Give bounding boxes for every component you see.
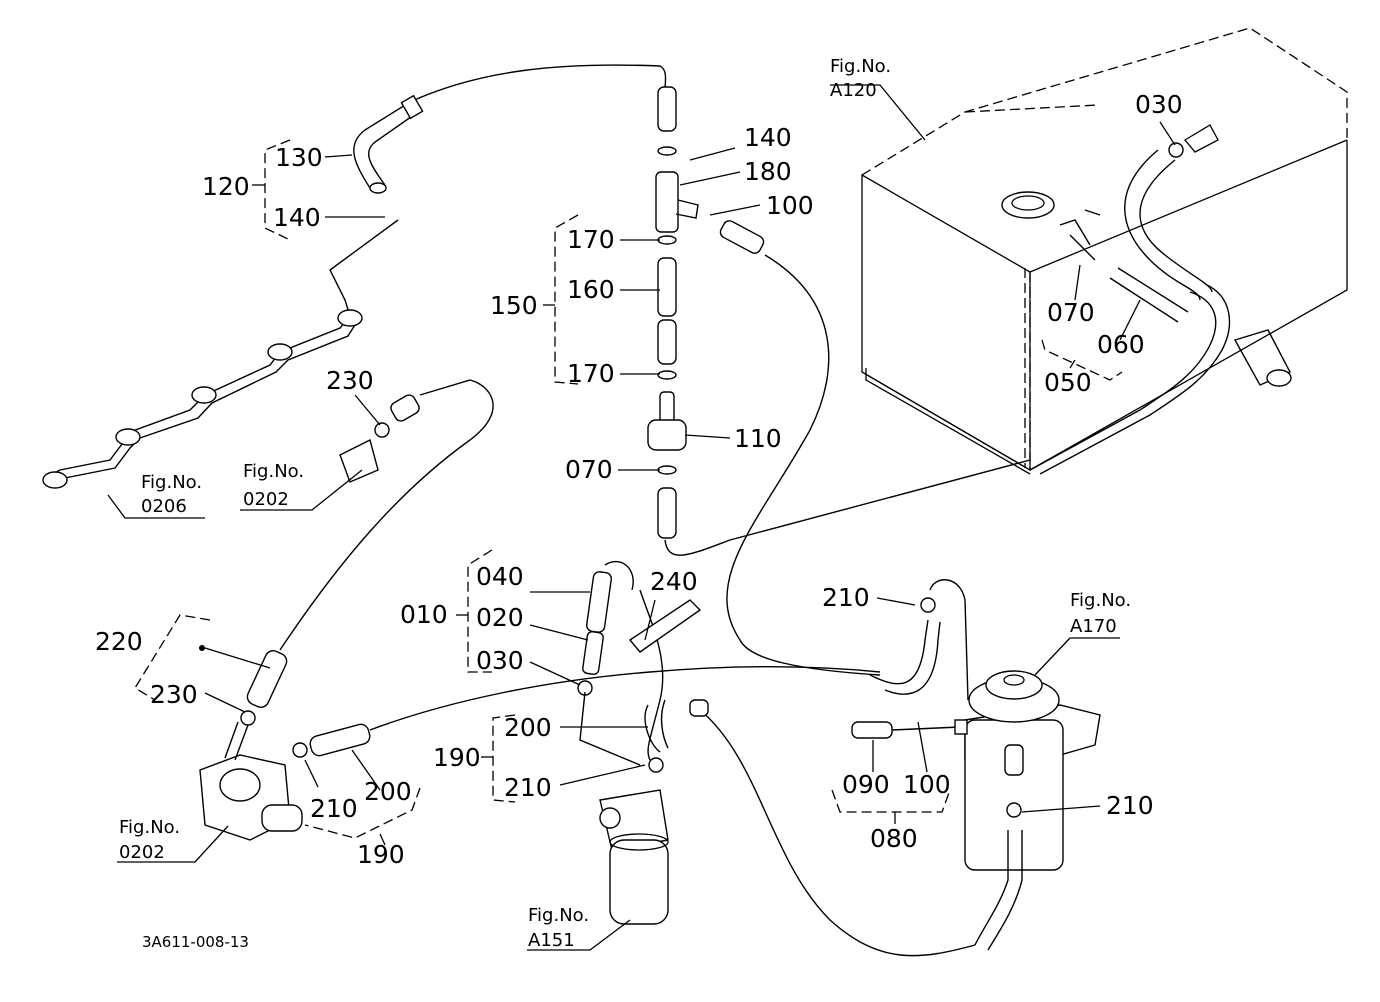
brackets bbox=[134, 139, 1123, 846]
drawing-code: 3A611-008-13 bbox=[142, 933, 249, 951]
callout-190: 190 bbox=[433, 743, 481, 772]
callout-110: 110 bbox=[734, 424, 782, 453]
callout-210: 210 bbox=[1106, 791, 1154, 820]
feed-pump bbox=[199, 379, 494, 841]
callout-030: 030 bbox=[476, 646, 524, 675]
callout-080: 080 bbox=[870, 824, 918, 853]
callout-120: 120 bbox=[202, 172, 250, 201]
callout-070: 070 bbox=[565, 455, 613, 484]
callout-030: 030 bbox=[1135, 90, 1183, 119]
callout-070: 070 bbox=[1047, 298, 1095, 327]
callout-140: 140 bbox=[273, 203, 321, 232]
callout-200: 200 bbox=[364, 777, 412, 806]
callout-140: 140 bbox=[744, 123, 792, 152]
fig-ref-a151-label: Fig.No. bbox=[528, 905, 589, 926]
callout-040: 040 bbox=[476, 562, 524, 591]
callout-150: 150 bbox=[490, 291, 538, 320]
fig-ref-0202-number: 0202 bbox=[243, 489, 289, 510]
callout-010: 010 bbox=[400, 600, 448, 629]
callout-220: 220 bbox=[95, 627, 143, 656]
callout-090: 090 bbox=[842, 770, 890, 799]
injection-pipe bbox=[42, 219, 399, 489]
fig-ref-0206-number: 0206 bbox=[141, 496, 187, 517]
callout-130: 130 bbox=[275, 143, 323, 172]
sedimenter bbox=[599, 789, 669, 925]
fuel-filter bbox=[851, 579, 1101, 951]
fig-ref-a120-label: Fig.No. bbox=[830, 56, 891, 77]
tank-return-hose bbox=[1029, 124, 1231, 475]
fig-ref-0202-label: Fig.No. bbox=[243, 461, 304, 482]
callout-060: 060 bbox=[1097, 330, 1145, 359]
callout-240: 240 bbox=[650, 567, 698, 596]
callout-180: 180 bbox=[744, 157, 792, 186]
callout-210: 210 bbox=[822, 583, 870, 612]
overflow-hose-130 bbox=[353, 64, 667, 194]
figure-references: Fig.No. A120 Fig.No. 0206 Fig.No. 0202 F… bbox=[119, 56, 1131, 951]
fig-ref-a170-label: Fig.No. bbox=[1070, 590, 1131, 611]
fuel-tank bbox=[861, 27, 1348, 475]
fig-ref-a170-number: A170 bbox=[1070, 616, 1117, 637]
callout-170: 170 bbox=[567, 225, 615, 254]
lower-hoses bbox=[292, 589, 976, 957]
return-line-stack bbox=[647, 86, 1031, 676]
callout-170: 170 bbox=[567, 359, 615, 388]
fig-ref-0206-label: Fig.No. bbox=[141, 472, 202, 493]
callout-020: 020 bbox=[476, 603, 524, 632]
callout-160: 160 bbox=[567, 275, 615, 304]
callout-210: 210 bbox=[504, 773, 552, 802]
fig-ref-a151-number: A151 bbox=[528, 930, 575, 951]
callout-200: 200 bbox=[504, 713, 552, 742]
callout-100: 100 bbox=[766, 191, 814, 220]
callouts: 130 120 140 140 180 100 170 160 150 170 … bbox=[95, 90, 1183, 869]
callout-100: 100 bbox=[903, 770, 951, 799]
callout-190: 190 bbox=[357, 840, 405, 869]
hose-assembly-010 bbox=[577, 560, 641, 766]
fig-ref-0202-label: Fig.No. bbox=[119, 817, 180, 838]
callout-210: 210 bbox=[310, 794, 358, 823]
callout-230: 230 bbox=[150, 680, 198, 709]
leader-lines bbox=[107, 84, 1176, 951]
callout-230: 230 bbox=[326, 366, 374, 395]
fig-ref-0202-number: 0202 bbox=[119, 842, 165, 863]
callout-050: 050 bbox=[1044, 368, 1092, 397]
fig-ref-a120-number: A120 bbox=[830, 80, 877, 101]
